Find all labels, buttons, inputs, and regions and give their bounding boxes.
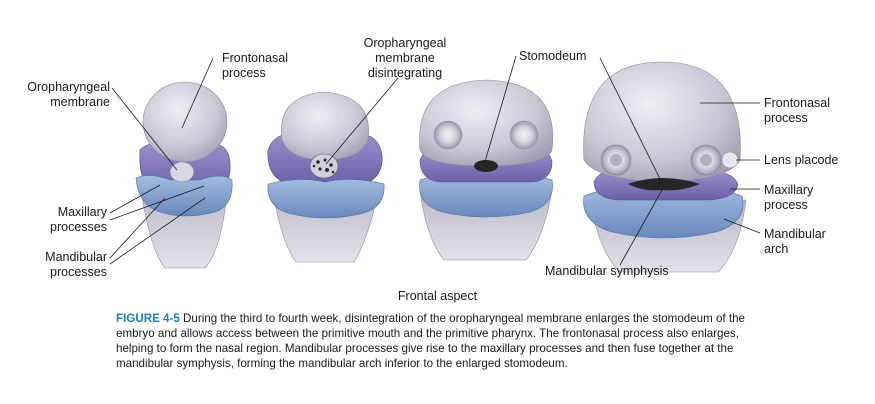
label-frontonasal-process-right: Frontonasal process: [764, 96, 831, 125]
embryo-stage-2: [267, 91, 385, 263]
figure-number: FIGURE 4-5: [116, 312, 180, 325]
label-mandibular-processes: Mandibular processes: [45, 250, 107, 279]
label-frontonasal-process-left: Frontonasal process: [222, 51, 289, 80]
lens-bulge-right: [509, 120, 539, 150]
figure-caption: FIGURE 4-5 During the third to fourth we…: [116, 311, 748, 371]
mandibular-region: [135, 175, 233, 217]
frontonasal-bulge: [419, 79, 554, 167]
label-mandibular-symphysis: Mandibular symphysis: [545, 264, 669, 278]
embryo-stage-1: [135, 81, 233, 269]
label-maxillary-processes: Maxillary processes: [50, 205, 107, 234]
oropharyngeal-membrane-shape: [169, 161, 195, 183]
stomodeum-opening: [474, 160, 498, 172]
lens-placode-shape: [721, 151, 739, 169]
stomodeum-opening: [628, 178, 700, 191]
label-stomodeum: Stomodeum: [519, 49, 587, 63]
lens-bulge-left: [433, 120, 463, 150]
label-oropharyngeal-membrane: Oropharyngeal membrane: [27, 80, 110, 109]
label-mandibular-arch: Mandibular arch: [764, 227, 826, 256]
embryo-stage-3: [419, 79, 554, 261]
caption-text: During the third to fourth week, disinte…: [116, 312, 745, 370]
frontonasal-bulge: [281, 91, 369, 161]
mandibular-region: [267, 179, 385, 219]
label-maxillary-process: Maxillary process: [764, 183, 814, 212]
leader-lines: [109, 55, 761, 266]
embryo-stage-4: [583, 61, 747, 273]
membrane-perforations: [312, 158, 335, 174]
label-lens-placode: Lens placode: [764, 153, 839, 167]
frontal-aspect-title: Frontal aspect: [397, 289, 478, 303]
disintegrating-membrane: [309, 153, 339, 179]
label-oropharyngeal-disintegrating: Oropharyngeal membrane disintegrating: [363, 36, 447, 80]
